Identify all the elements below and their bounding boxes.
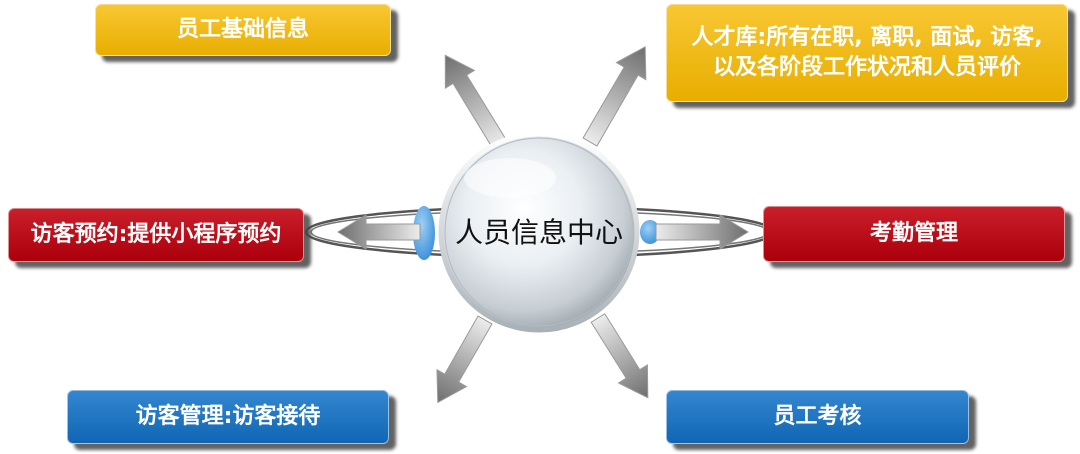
arrow-to-attendance <box>655 214 749 250</box>
talent-pool-box: 人才库:所有在职, 离职, 面试, 访客, 以及各阶段工作状况和人员评价 <box>666 4 1068 102</box>
attendance-box: 考勤管理 <box>763 206 1065 262</box>
staff-basic-info-label: 员工基础信息 <box>176 17 309 42</box>
talent-pool-label-line2: 以及各阶段工作状况和人员评价 <box>712 55 1021 80</box>
staff-basic-info-box: 员工基础信息 <box>95 4 391 56</box>
attendance-label: 考勤管理 <box>869 221 958 246</box>
left-lens-accent <box>413 206 435 260</box>
talent-pool-label-line1: 人才库:所有在职, 离职, 面试, 访客, <box>691 25 1043 50</box>
center-label: 人员信息中心 <box>455 216 623 249</box>
right-lens-accent <box>640 220 660 244</box>
arrow-to-talent-pool <box>582 45 647 147</box>
staff-appraisal-box: 员工考核 <box>666 390 969 444</box>
arrow-to-visitor-booking <box>337 214 421 250</box>
center-sphere <box>438 131 640 333</box>
visitor-management-label: 访客管理:访客接待 <box>135 404 321 429</box>
arrow-to-staff-basic-info <box>444 54 508 150</box>
staff-appraisal-label: 员工考核 <box>773 404 862 429</box>
visitor-management-box: 访客管理:访客接待 <box>67 390 389 444</box>
visitor-booking-label: 访客预约:提供小程序预约 <box>30 222 282 247</box>
arrow-to-staff-appraisal <box>590 313 649 399</box>
visitor-booking-box: 访客预约:提供小程序预约 <box>8 208 304 262</box>
arrow-to-visitor-management <box>436 315 493 404</box>
